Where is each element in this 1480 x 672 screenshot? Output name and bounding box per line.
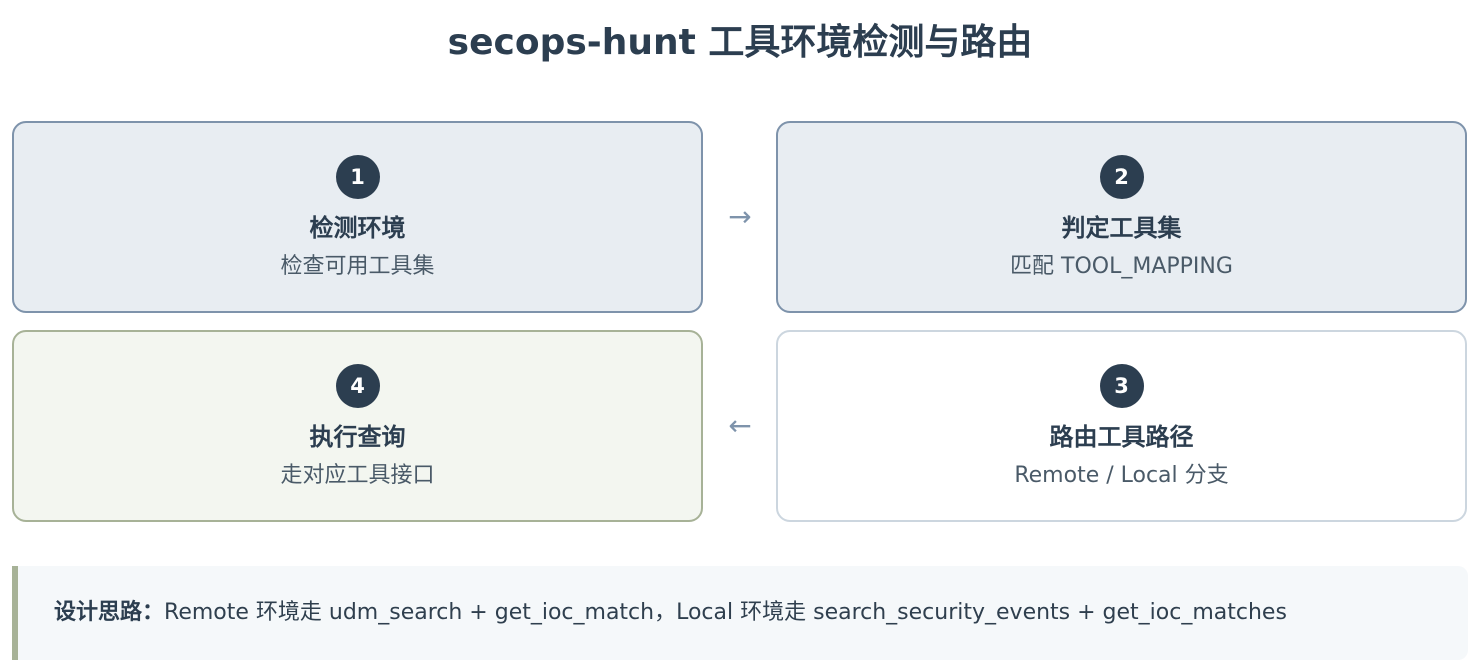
step-title: 判定工具集 (1061, 214, 1182, 242)
page-title: secops-hunt 工具环境检测与路由 (447, 22, 1033, 63)
arrow-right-icon: → (728, 200, 752, 233)
step-title: 执行查询 (309, 423, 406, 451)
step-card-route-tool-path: 3 路由工具路径 Remote / Local 分支 (776, 330, 1467, 522)
step-description: 匹配 TOOL_MAPPING (1010, 254, 1233, 279)
step-title: 检测环境 (309, 214, 406, 242)
step-card-determine-toolset: 2 判定工具集 匹配 TOOL_MAPPING (776, 121, 1467, 313)
step-number-badge: 4 (335, 364, 380, 408)
step-card-detect-environment: 1 检测环境 检查可用工具集 (12, 121, 703, 313)
step-number-badge: 2 (1099, 155, 1144, 199)
step-title: 路由工具路径 (1049, 423, 1194, 451)
step-card-execute-query: 4 执行查询 走对应工具接口 (12, 330, 703, 522)
step-description: Remote / Local 分支 (1014, 463, 1229, 488)
arrow-left-icon: ← (728, 409, 752, 442)
design-note: 设计思路：Remote 环境走 udm_search + get_ioc_mat… (12, 566, 1468, 660)
step-number-badge: 3 (1099, 364, 1144, 408)
step-description: 走对应工具接口 (280, 463, 435, 488)
step-number-badge: 1 (335, 155, 380, 199)
step-description: 检查可用工具集 (280, 254, 435, 279)
design-note-text: Remote 环境走 udm_search + get_ioc_match，Lo… (164, 600, 1287, 625)
design-note-label: 设计思路： (54, 600, 165, 625)
